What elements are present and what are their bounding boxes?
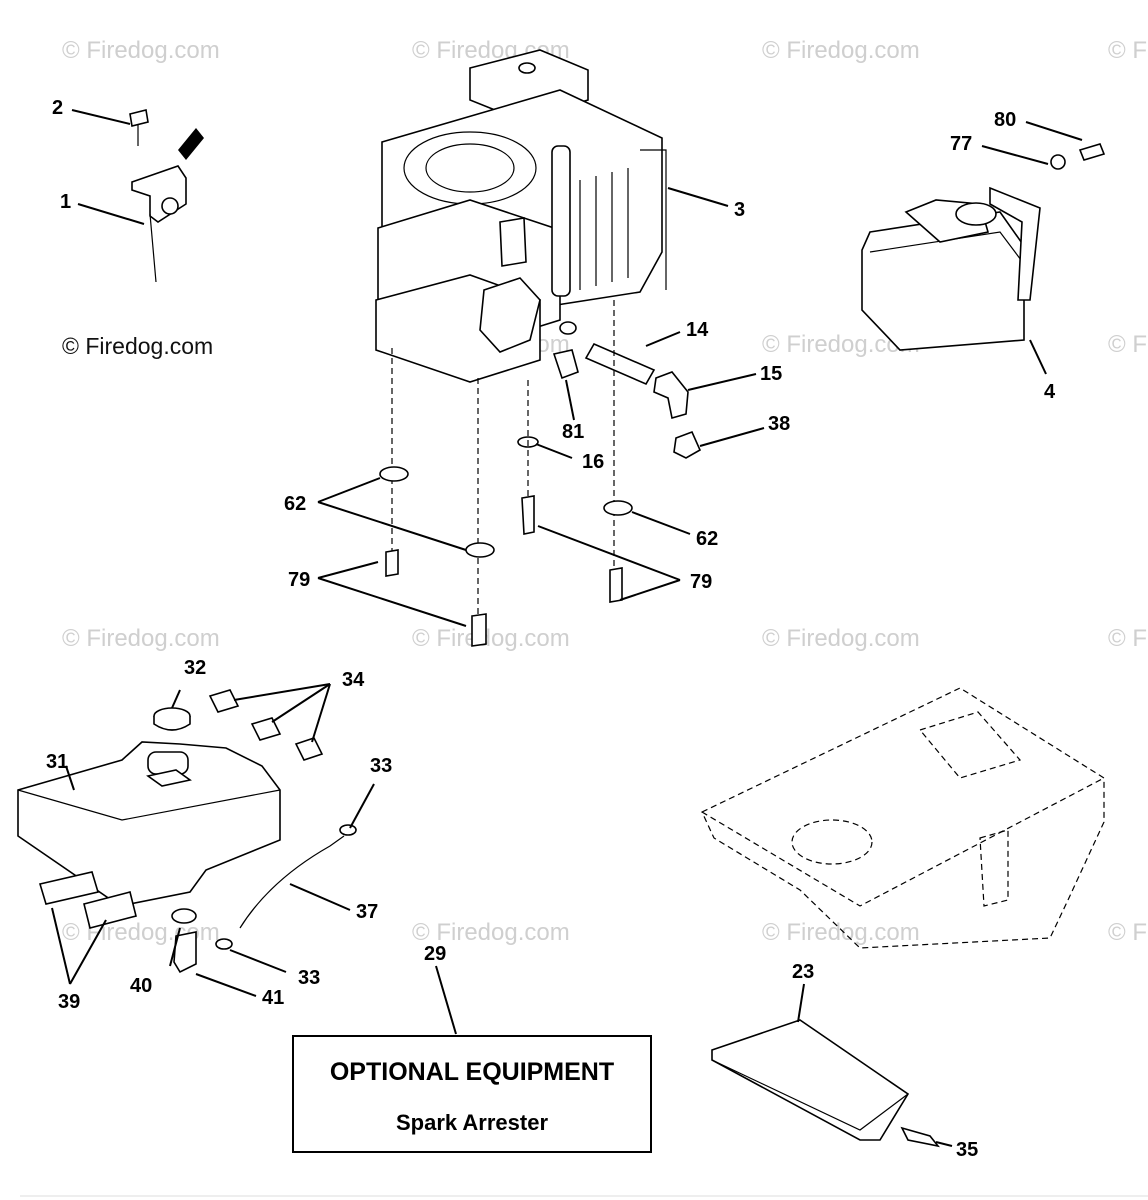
callout-79-left: 79: [288, 569, 310, 591]
frame-part: [701, 687, 1105, 949]
watermark: © Firedog.com: [1108, 919, 1148, 946]
callout-80: 80: [994, 109, 1016, 131]
leader-lines: [51, 109, 1083, 1147]
watermark: © Firedog.com: [412, 625, 570, 652]
callout-1: 1: [60, 191, 71, 213]
callout-40: 40: [130, 975, 152, 997]
callout-35: 35: [956, 1139, 978, 1161]
callout-32: 32: [184, 657, 206, 679]
callout-77: 77: [950, 133, 972, 155]
callout-14: 14: [686, 319, 709, 341]
watermark: © Firedog.com: [762, 37, 920, 64]
watermark: © Firedog.com: [1108, 625, 1148, 652]
callout-62-left: 62: [284, 493, 306, 515]
optional-equipment-box: OPTIONAL EQUIPMENT Spark Arrester: [292, 1035, 652, 1153]
callout-37: 37: [356, 901, 378, 923]
watermark: © Firedog.com: [412, 919, 570, 946]
watermark: © Firedog.com: [62, 37, 220, 64]
callout-23: 23: [792, 961, 814, 983]
fuel-fitting-parts: [517, 342, 702, 535]
callout-16: 16: [582, 451, 604, 473]
callout-4: 4: [1044, 381, 1056, 403]
callout-31: 31: [46, 751, 68, 773]
callout-labels: 2 1 3 80 77 4 14 15 38 81 16 62 62 79 79…: [46, 97, 1056, 1161]
callout-2: 2: [52, 97, 63, 119]
spark-arrester-parts: [17, 689, 357, 974]
callout-62-right: 62: [696, 528, 718, 550]
callout-34: 34: [342, 669, 365, 691]
callout-38: 38: [768, 413, 790, 435]
watermark: © Firedog.com: [1108, 331, 1148, 358]
watermark: © Firedog.com: [62, 625, 220, 652]
throttle-control-part: [129, 109, 204, 283]
callout-41: 41: [262, 987, 284, 1009]
callout-15: 15: [760, 363, 782, 385]
callout-33-bottom: 33: [298, 967, 320, 989]
spark-arrester-label: Spark Arrester: [396, 1110, 548, 1135]
callout-79-right: 79: [690, 571, 712, 593]
callout-29: 29: [424, 943, 446, 965]
optional-equipment-title: OPTIONAL EQUIPMENT: [330, 1058, 614, 1086]
watermark: © Firedog.com: [762, 625, 920, 652]
callout-3: 3: [734, 199, 745, 221]
watermark: © Firedog.com: [762, 919, 920, 946]
muffler-part: [861, 143, 1106, 351]
watermark-dark: © Firedog.com: [62, 333, 213, 359]
shield-part: [711, 1019, 940, 1148]
callout-33-top: 33: [370, 755, 392, 777]
engine-part: [375, 49, 667, 383]
callout-81: 81: [562, 421, 584, 443]
watermark: © Firedog.com: [1108, 37, 1148, 64]
callout-39: 39: [58, 991, 80, 1013]
alignment-lines: [391, 300, 615, 620]
hardware-parts: [379, 466, 633, 647]
